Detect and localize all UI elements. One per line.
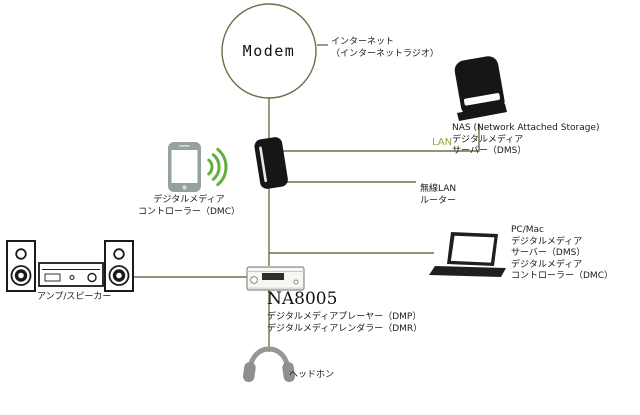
headphones-icon xyxy=(242,346,296,383)
wifi-waves-icon xyxy=(207,147,228,187)
amp-label: アンプ/スピーカー xyxy=(37,292,112,302)
nas-label: NAS (Network Attached Storage) デジタルメディア … xyxy=(452,123,600,156)
player-desc-label: デジタルメディアプレーヤー（DMP） デジタルメディアレンダラー（DMR） xyxy=(267,312,423,334)
laptop-icon xyxy=(429,232,506,277)
modem-label: Modem xyxy=(242,42,296,60)
right-speaker-icon xyxy=(104,240,134,292)
modem-icon xyxy=(221,3,317,99)
player-model-label: NA8005 xyxy=(267,289,338,309)
router-icon xyxy=(254,137,288,189)
left-speaker-icon xyxy=(6,240,36,292)
lan-line xyxy=(283,124,480,152)
lan-label: LAN xyxy=(432,137,453,148)
smartphone-label: デジタルメディア コントローラー（DMC） xyxy=(138,195,240,217)
pc-label: PC/Mac デジタルメディア サーバー（DMS） デジタルメディア コントロー… xyxy=(511,225,613,281)
router-label: 無線LAN ルーター xyxy=(420,184,457,206)
nas-icon xyxy=(454,56,507,121)
amplifier-icon xyxy=(38,262,104,287)
player-icon xyxy=(246,266,305,291)
headphones-label: ヘッドホン xyxy=(289,370,335,380)
internet-note: インターネット （インターネットラジオ） xyxy=(331,37,439,59)
smartphone-icon xyxy=(168,142,201,192)
connection-lines xyxy=(134,44,480,352)
